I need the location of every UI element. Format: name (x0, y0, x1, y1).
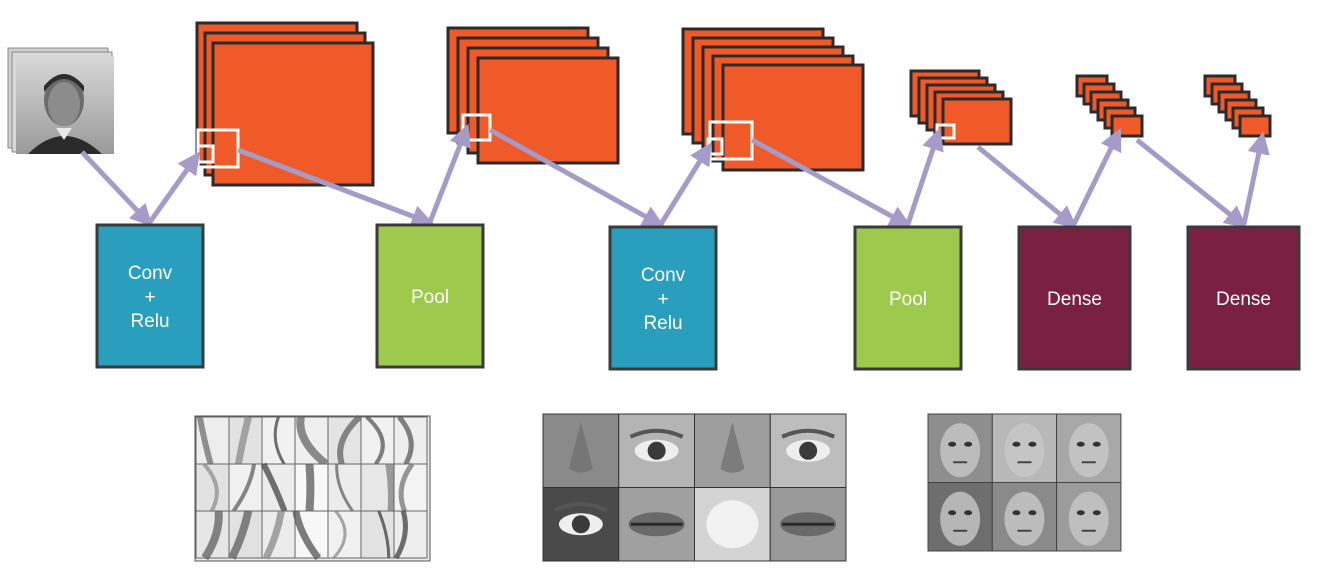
layer-block-conv1: Conv + Relu (95, 223, 205, 369)
layer-block-dense1: Dense (1017, 225, 1132, 371)
feature-map-stack-dense2 (1203, 74, 1272, 138)
layer-label-pool2-line-1: Pool (889, 289, 927, 310)
layer-block-pool2: Pool (853, 225, 963, 371)
layer-label-dense1-line-1: Dense (1047, 289, 1102, 310)
feature-map-2-4 (476, 56, 620, 165)
feature-map-stack-pool1 (446, 26, 620, 165)
feature-map-stack-dense1 (1075, 74, 1144, 138)
layer-block-dense2: Dense (1186, 225, 1301, 371)
layer-label-conv1-line-2: + (144, 287, 155, 308)
feature-map-5-6 (1110, 114, 1144, 138)
layer-label-dense2-line-1: Dense (1216, 289, 1271, 310)
feature-map-stack-conv1 (195, 21, 375, 187)
face-part-cell-eye (618, 413, 695, 488)
face-part-features-grid (542, 413, 847, 562)
layer-block-pool1: Pool (375, 223, 485, 369)
feature-map-stack-pool2 (909, 69, 1013, 146)
connection-arrows (80, 123, 1270, 229)
edge-features-grid (194, 414, 431, 562)
edge-feature-cell (261, 416, 296, 465)
layer-label-conv2-line-1: Conv (641, 265, 686, 286)
layer-label-conv1-line-3: Relu (130, 311, 169, 332)
input-face-photo (7, 47, 114, 154)
edge-feature-cell (360, 416, 395, 465)
layer-label-conv2-line-2: + (657, 289, 668, 310)
layer-label-conv1-line-1: Conv (128, 263, 173, 284)
feature-map-stack-conv2 (681, 27, 865, 172)
layer-label-pool1-line-1: Pool (411, 287, 449, 308)
feature-map-6-6 (1238, 114, 1272, 138)
edge-feature-cell (327, 463, 362, 512)
face-features-grid (927, 413, 1122, 552)
feature-map-3-5 (721, 63, 865, 172)
feature-map-1-3 (211, 41, 375, 187)
layer-block-conv2: Conv + Relu (608, 225, 718, 371)
layer-label-conv2-line-3: Relu (643, 313, 682, 334)
edge-feature-cell (195, 463, 230, 512)
